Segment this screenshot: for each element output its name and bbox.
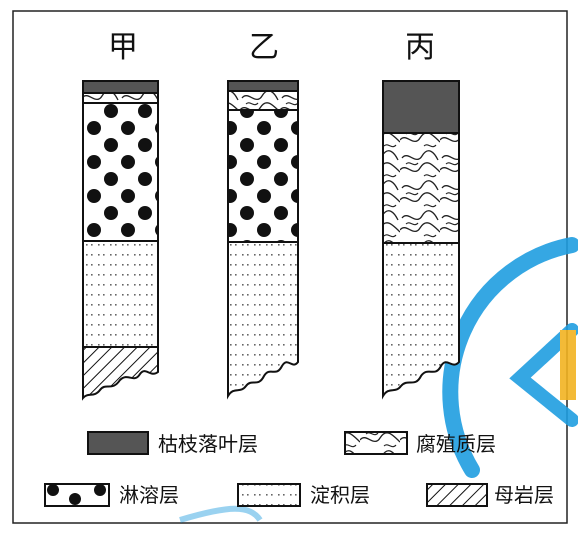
legend-label-leaching: 淋溶层 bbox=[119, 483, 179, 507]
legend-swatch-deposit bbox=[237, 483, 301, 507]
litter-layer-bing bbox=[382, 80, 460, 134]
leaching-layer-jia bbox=[82, 102, 159, 242]
legend-label-deposit: 淀积层 bbox=[310, 483, 370, 507]
parent-rock-layer-jia bbox=[82, 346, 159, 401]
legend-item-humus: 腐殖质层 bbox=[344, 431, 496, 456]
humus-layer-bing bbox=[382, 132, 460, 244]
soil-column-jia bbox=[82, 80, 159, 401]
legend-item-leaching: 淋溶层 bbox=[44, 483, 179, 507]
column-title-bing: 丙 bbox=[405, 30, 435, 65]
legend-label-parent: 母岩层 bbox=[494, 483, 554, 507]
soil-column-bing bbox=[382, 80, 460, 400]
humus-layer-jia bbox=[82, 92, 159, 104]
litter-layer-jia bbox=[82, 80, 159, 94]
column-title-jia: 甲 bbox=[108, 30, 138, 65]
legend-item-deposit: 淀积层 bbox=[237, 483, 370, 507]
diagram-frame bbox=[12, 10, 568, 524]
deposit-layer-yi bbox=[227, 241, 299, 400]
legend: 枯枝落叶层 腐殖质层 淋溶层 淀积层 母岩层 bbox=[44, 431, 554, 507]
watermark-logo bbox=[179, 237, 578, 523]
legend-swatch-humus bbox=[344, 431, 408, 455]
column-title-yi: 乙 bbox=[249, 30, 279, 65]
legend-item-parent: 母岩层 bbox=[426, 483, 554, 507]
litter-layer-yi bbox=[227, 80, 299, 92]
legend-label-humus: 腐殖质层 bbox=[416, 432, 496, 456]
legend-swatch-parent bbox=[426, 483, 488, 507]
soil-column-yi bbox=[227, 80, 299, 400]
leaching-layer-yi bbox=[227, 109, 299, 243]
legend-swatch-litter bbox=[87, 431, 149, 455]
humus-layer-yi bbox=[227, 90, 299, 111]
legend-item-litter: 枯枝落叶层 bbox=[87, 431, 258, 456]
legend-label-litter: 枯枝落叶层 bbox=[158, 432, 258, 456]
deposit-layer-bing bbox=[382, 242, 460, 400]
deposit-layer-jia bbox=[82, 240, 159, 348]
